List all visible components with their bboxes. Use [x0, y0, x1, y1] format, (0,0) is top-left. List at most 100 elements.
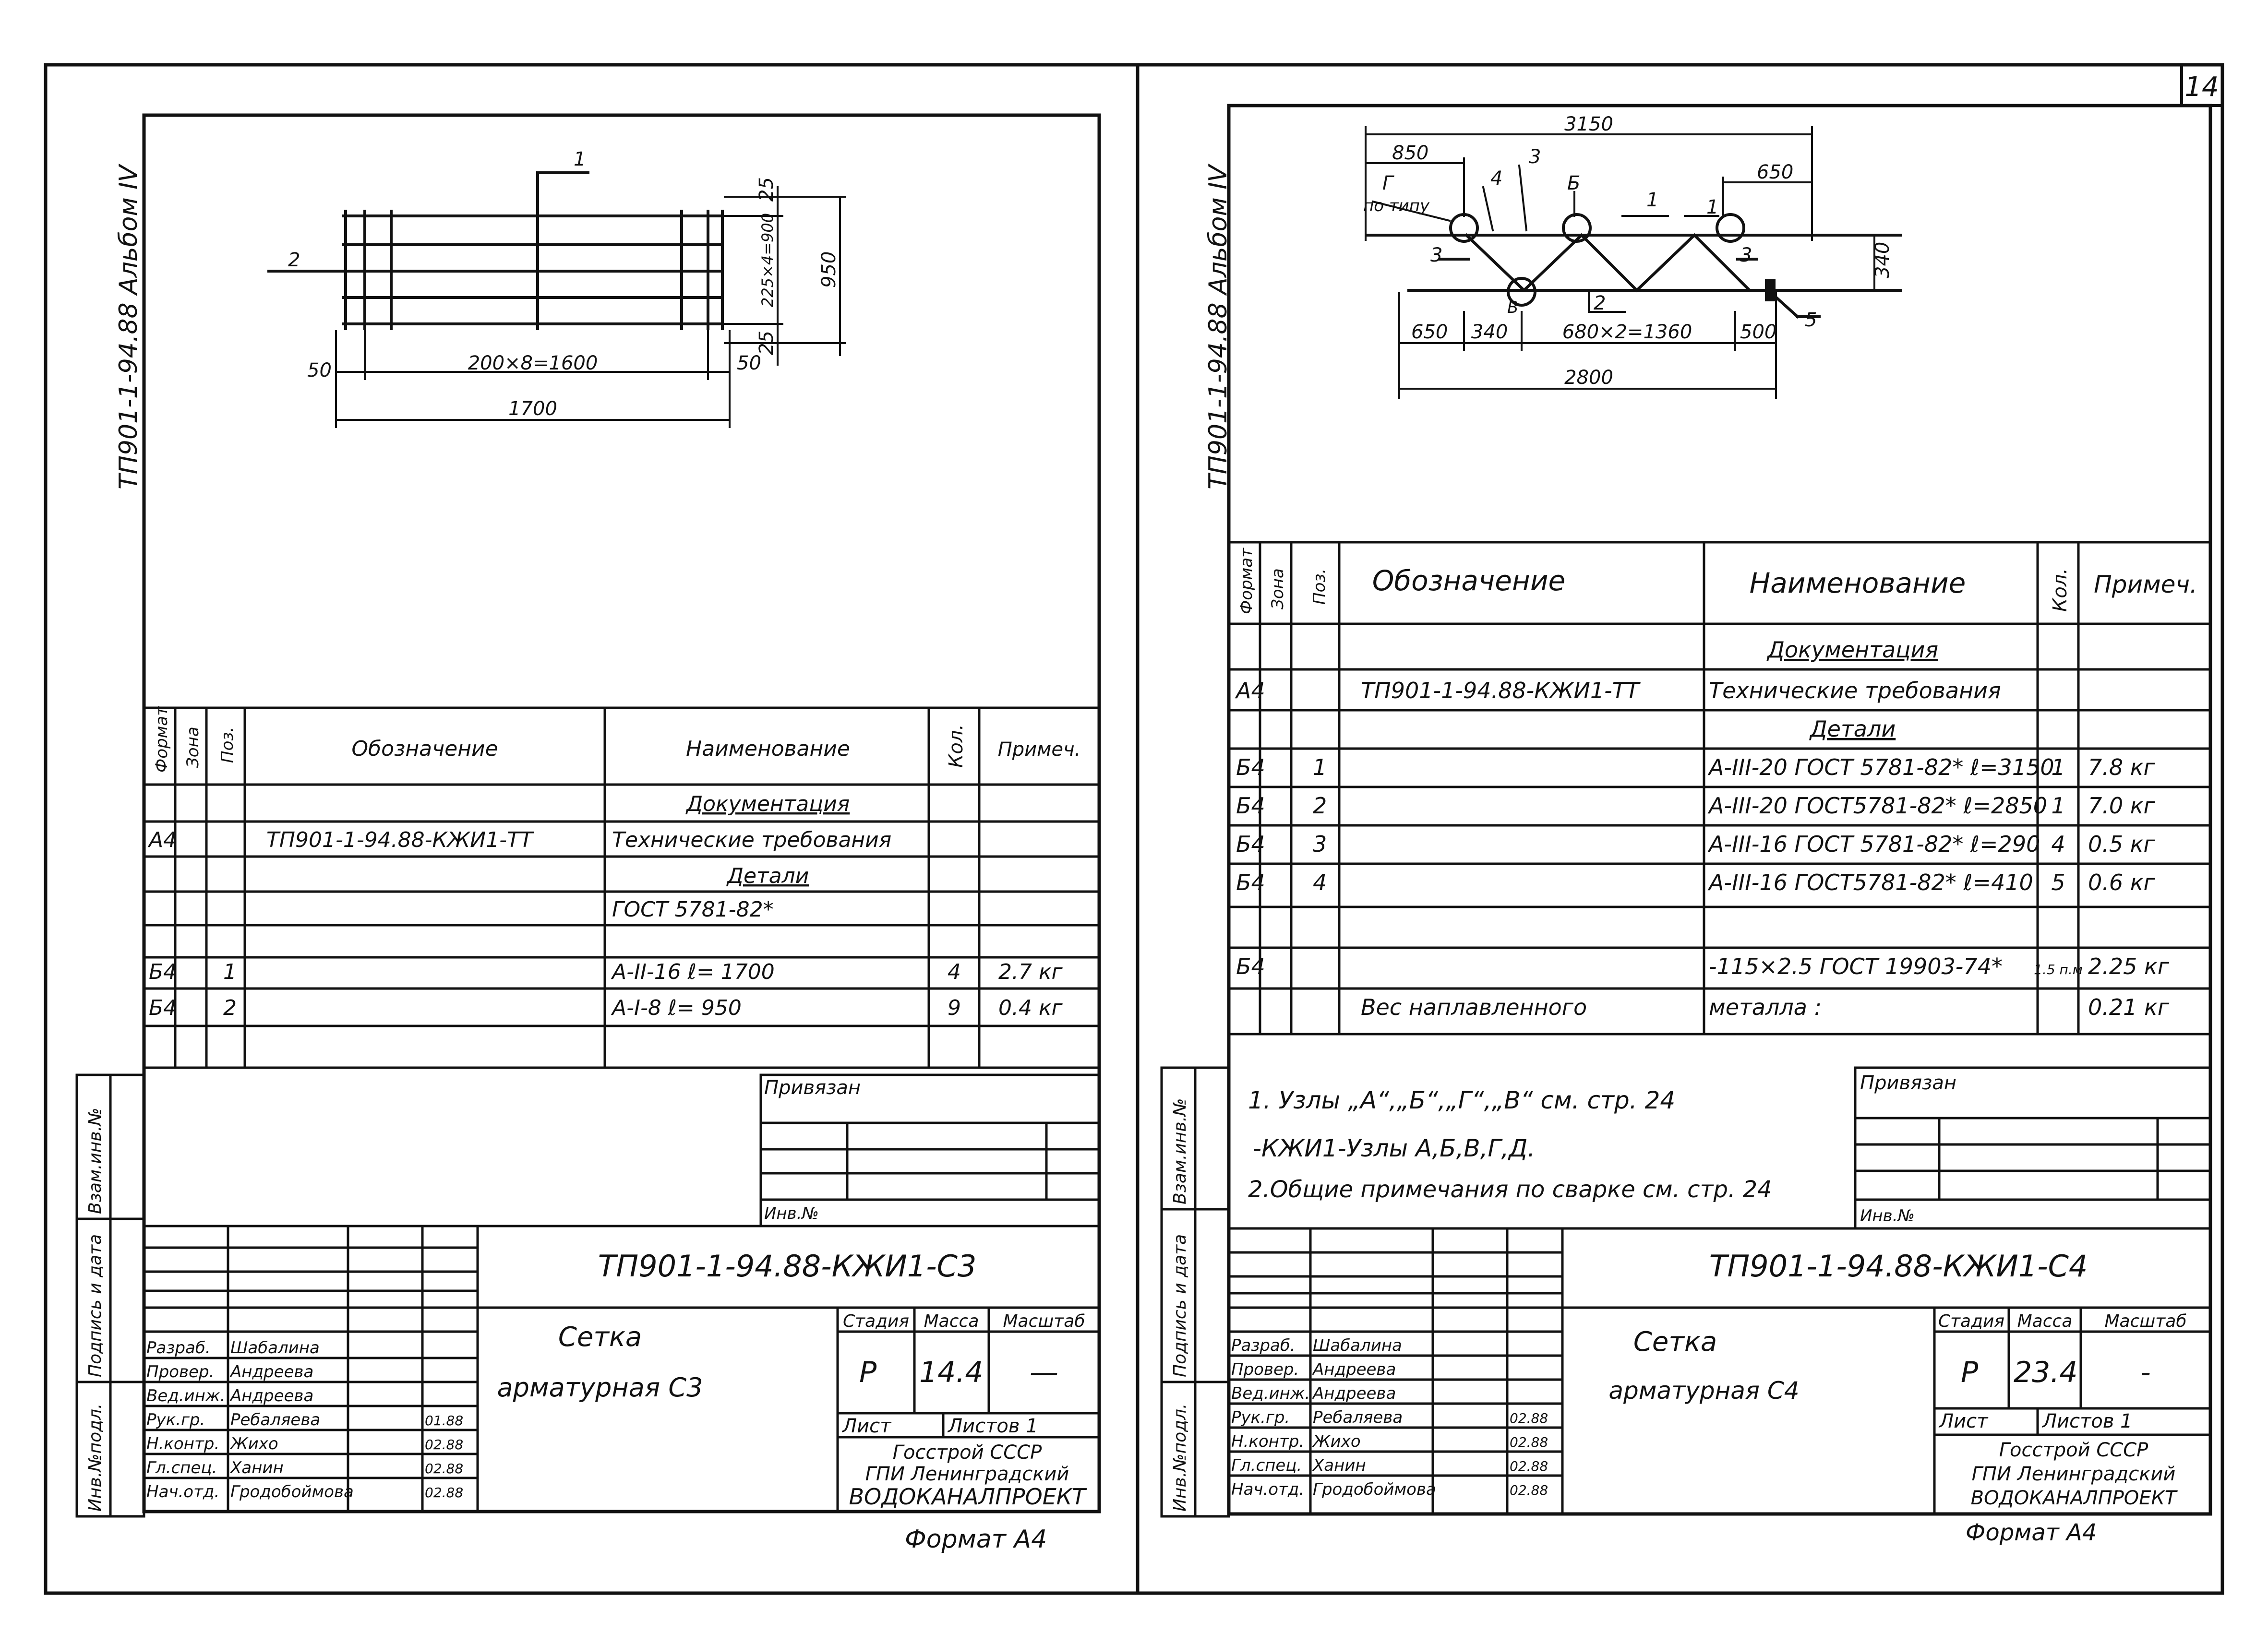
right-dim-bottom-total: 2800 — [1564, 367, 1613, 389]
right-row-name: А-III-16 ГОСТ5781-82* ℓ=410 — [1707, 870, 2033, 895]
left-row-qty: 9 — [948, 996, 961, 1020]
right-row-name: металла : — [1709, 994, 1822, 1020]
right-role-name: Андреева — [1312, 1384, 1396, 1403]
left-doc-code: ТП901-1-94.88-КЖИ1-С3 — [598, 1249, 977, 1284]
right-hdr-name: Наименование — [1750, 567, 1966, 599]
right-stamp-sign-date: Подпись и дата — [1170, 1234, 1190, 1377]
right-row-note: 7.0 кг — [2088, 793, 2156, 819]
left-row-name: Детали — [726, 864, 809, 888]
left-dim-bot: 25 — [756, 331, 778, 355]
right-role-name: Ханин — [1312, 1456, 1366, 1475]
right-outer-frame — [1136, 63, 2224, 1595]
right-po-tipu: по типу — [1363, 196, 1430, 215]
right-role-name: Жихо — [1312, 1432, 1361, 1451]
left-role-date: 02.88 — [425, 1485, 463, 1501]
right-mass-label: Масса — [2017, 1311, 2073, 1331]
right-pos3-left: 3 — [1430, 244, 1442, 266]
right-row-name: А-III-20 ГОСТ5781-82* ℓ=2850 — [1707, 793, 2047, 819]
right-note-1: 1. Узлы „А“,„Б“,„Г“,„В“ см. стр. 24 — [1248, 1086, 1675, 1114]
right-truss-drawing — [1365, 126, 1902, 399]
right-role-name: Андреева — [1312, 1360, 1396, 1379]
left-role-title: Нач.отд. — [146, 1482, 219, 1501]
left-privyazan-block — [143, 1073, 1101, 1227]
left-row-note: 0.4 кг — [998, 996, 1063, 1020]
left-title-line1: Сетка — [558, 1322, 642, 1353]
left-stage-label: Стадия — [843, 1311, 909, 1331]
right-hdr-zone: Зона — [1268, 568, 1287, 609]
right-node-g: Г — [1382, 172, 1394, 194]
right-dim-850: 850 — [1392, 142, 1428, 164]
right-sheet: ТП901-1-94.88 Альбом IV — [1160, 104, 2212, 1546]
right-row-designation: ТП901-1-94.88-КЖИ1-ТТ — [1361, 678, 1641, 703]
right-role-date: 02.88 — [1510, 1482, 1548, 1498]
right-pos4: 4 — [1490, 167, 1502, 190]
right-row-note: 0.5 кг — [2088, 831, 2156, 857]
right-row-note: 0.6 кг — [2088, 870, 2156, 895]
right-title-block — [1227, 1227, 2212, 1515]
right-scale: - — [2140, 1356, 2151, 1389]
right-row-format: Б4 — [1236, 831, 1265, 857]
right-pos1b: 1 — [1706, 196, 1718, 218]
left-row-name: ГОСТ 5781-82* — [612, 897, 774, 922]
right-role-date: 02.88 — [1510, 1434, 1548, 1450]
right-row-pos: 2 — [1313, 793, 1327, 819]
right-role-title: Нач.отд. — [1231, 1480, 1304, 1499]
left-role-title: Н.контр. — [146, 1434, 219, 1453]
right-dim-b500: 500 — [1740, 321, 1776, 343]
left-hdr-name: Наименование — [686, 737, 850, 761]
left-stamp-replace-inv: Взам.инв.№ — [85, 1108, 105, 1214]
right-row-format: Б4 — [1236, 754, 1265, 780]
right-role-name: Ребаляева — [1313, 1408, 1403, 1427]
right-row-format: А4 — [1235, 678, 1265, 703]
right-title-line1: Сетка — [1633, 1326, 1717, 1358]
left-scale-label: Масштаб — [1003, 1311, 1085, 1331]
left-title-block — [143, 1225, 1101, 1513]
left-role-title: Рук.гр. — [146, 1410, 205, 1430]
left-stamp-inv-orig: Инв.№подл. — [85, 1404, 105, 1512]
right-row-pos: 1 — [1313, 754, 1327, 780]
left-sheet: ТП901-1-94.88 Альбом IV — [75, 113, 1101, 1554]
right-title-line2: арматурная С4 — [1608, 1377, 1799, 1405]
left-row-name: А-II-16 ℓ= 1700 — [611, 960, 775, 984]
left-mass-label: Масса — [924, 1311, 979, 1331]
right-mass: 23.4 — [2014, 1356, 2078, 1389]
right-row-note: 0.21 кг — [2088, 994, 2170, 1020]
right-row-pos: 4 — [1313, 870, 1327, 895]
left-role-title: Провер. — [146, 1362, 214, 1382]
right-note-2: -КЖИ1-Узлы А,Б,В,Г,Д. — [1253, 1134, 1535, 1162]
right-row-name: А-III-16 ГОСТ 5781-82* ℓ=290 — [1707, 831, 2040, 857]
right-hdr-qty: Кол. — [2049, 568, 2071, 612]
right-row-qty: 1.5 п.м — [2034, 962, 2083, 977]
right-hdr-designation: Обозначение — [1372, 564, 1565, 597]
right-role-title: Рук.гр. — [1231, 1408, 1290, 1427]
left-role-title: Гл.спец. — [146, 1458, 217, 1477]
right-dim-340v: 340 — [1872, 242, 1894, 278]
right-stamp-inv-orig: Инв.№подл. — [1170, 1404, 1190, 1512]
right-pos1: 1 — [1646, 189, 1658, 211]
right-inv-no: Инв.№ — [1860, 1206, 1915, 1226]
right-org1: Госстрой СССР — [1999, 1439, 2148, 1461]
right-dim-b650: 650 — [1411, 321, 1448, 343]
right-dim-b340: 340 — [1471, 321, 1508, 343]
right-row-qty: 4 — [2051, 831, 2065, 857]
left-hdr-pos: Поз. — [218, 727, 237, 763]
left-mesh-drawing — [267, 171, 846, 428]
right-row-qty: 1 — [2051, 793, 2065, 819]
right-role-title: Провер. — [1231, 1360, 1299, 1379]
left-format: Формат А4 — [905, 1525, 1047, 1554]
left-stamp-sign-date: Подпись и дата — [85, 1234, 105, 1377]
left-dim-height: 950 — [818, 251, 840, 288]
right-row-designation: Вес наплавленного — [1361, 994, 1587, 1020]
left-role-title: Разраб. — [146, 1338, 211, 1358]
left-sheet-label: Лист — [841, 1415, 892, 1437]
left-row-pos: 2 — [223, 996, 237, 1020]
left-role-name: Ребаляева — [230, 1410, 320, 1430]
right-role-title: Разраб. — [1231, 1336, 1296, 1355]
left-pos2-label: 2 — [288, 249, 300, 271]
left-row-name: Технические требования — [612, 828, 891, 852]
right-spec-table — [1227, 541, 2212, 1036]
